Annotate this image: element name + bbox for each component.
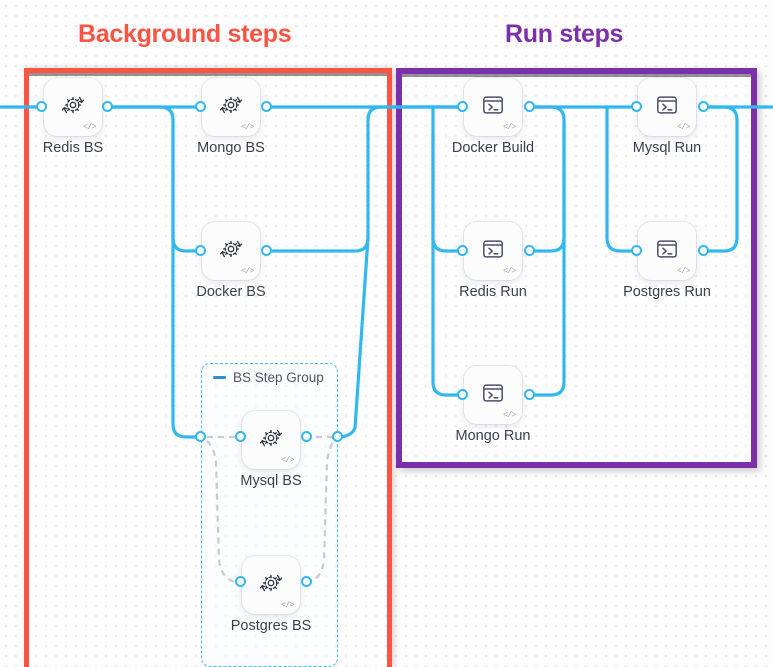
node-mongo-bs[interactable]: </> Mongo BS xyxy=(197,78,265,156)
terminal-icon xyxy=(483,96,503,114)
port-out-docker-bs[interactable] xyxy=(261,245,272,256)
code-badge-icon: </> xyxy=(241,267,254,276)
port-out-docker-build[interactable] xyxy=(524,101,535,112)
gear-refresh-icon xyxy=(219,96,243,114)
node-card[interactable]: </> xyxy=(464,366,522,424)
code-badge-icon: </> xyxy=(503,123,516,132)
terminal-icon xyxy=(657,240,677,258)
bs-step-group-header[interactable]: BS Step Group xyxy=(213,370,324,385)
port-out-postgres-run[interactable] xyxy=(698,245,709,256)
node-mysql-bs[interactable]: </> Mysql BS xyxy=(240,411,302,489)
node-card[interactable]: </> xyxy=(202,222,260,280)
node-docker-bs[interactable]: </> Docker BS xyxy=(196,222,266,300)
node-card[interactable]: </> xyxy=(638,78,696,136)
code-badge-icon: </> xyxy=(503,267,516,276)
port-in-mongo-run[interactable] xyxy=(457,389,468,400)
code-badge-icon: </> xyxy=(83,123,96,132)
node-label: Docker BS xyxy=(196,284,266,300)
port-in-mysql-bs[interactable] xyxy=(235,431,246,442)
port-out-postgres-bs[interactable] xyxy=(301,576,312,587)
port-in-mongo-bs[interactable] xyxy=(195,101,206,112)
node-card[interactable]: </> xyxy=(464,78,522,136)
port-in-mysql-run[interactable] xyxy=(631,101,642,112)
gear-refresh-icon xyxy=(61,96,85,114)
port-out-mysql-bs[interactable] xyxy=(301,431,312,442)
bs-step-group-label: BS Step Group xyxy=(233,370,324,385)
port-out-bs-step-group[interactable] xyxy=(332,431,343,442)
node-postgres-bs[interactable]: </> Postgres BS xyxy=(231,556,311,634)
node-docker-build[interactable]: </> Docker Build xyxy=(452,78,534,156)
node-card[interactable]: </> xyxy=(242,556,300,614)
node-label: Postgres Run xyxy=(623,284,711,300)
node-label: Mongo Run xyxy=(455,428,531,444)
terminal-icon xyxy=(483,384,503,402)
minus-icon[interactable] xyxy=(213,376,226,379)
node-card[interactable]: </> xyxy=(242,411,300,469)
node-postgres-run[interactable]: </> Postgres Run xyxy=(623,222,711,300)
background-steps-title: Background steps xyxy=(78,20,292,48)
port-in-docker-bs[interactable] xyxy=(195,245,206,256)
code-badge-icon: </> xyxy=(677,123,690,132)
port-out-mongo-run[interactable] xyxy=(524,389,535,400)
node-card[interactable]: </> xyxy=(44,78,102,136)
run-steps-highlight-box xyxy=(396,68,757,468)
port-in-postgres-run[interactable] xyxy=(631,245,642,256)
port-in-redis-bs[interactable] xyxy=(36,101,47,112)
node-redis-bs[interactable]: </> Redis BS xyxy=(43,78,103,156)
port-in-bs-step-group[interactable] xyxy=(195,431,206,442)
node-card[interactable]: </> xyxy=(202,78,260,136)
port-in-postgres-bs[interactable] xyxy=(235,576,246,587)
run-steps-title: Run steps xyxy=(505,20,624,48)
code-badge-icon: </> xyxy=(677,267,690,276)
port-out-mysql-run[interactable] xyxy=(698,101,709,112)
terminal-icon xyxy=(483,240,503,258)
node-label: Redis Run xyxy=(459,284,527,300)
node-card[interactable]: </> xyxy=(464,222,522,280)
node-mysql-run[interactable]: </> Mysql Run xyxy=(633,78,701,156)
node-card[interactable]: </> xyxy=(638,222,696,280)
code-badge-icon: </> xyxy=(281,601,294,610)
port-in-docker-build[interactable] xyxy=(457,101,468,112)
port-out-redis-run[interactable] xyxy=(524,245,535,256)
gear-refresh-icon xyxy=(259,429,283,447)
port-in-redis-run[interactable] xyxy=(457,245,468,256)
code-badge-icon: </> xyxy=(281,456,294,465)
terminal-icon xyxy=(657,96,677,114)
port-out-mongo-bs[interactable] xyxy=(261,101,272,112)
port-out-redis-bs[interactable] xyxy=(102,101,113,112)
node-label: Postgres BS xyxy=(230,618,312,634)
code-badge-icon: </> xyxy=(503,411,516,420)
node-label: Mongo BS xyxy=(197,140,265,156)
gear-refresh-icon xyxy=(259,574,283,592)
code-badge-icon: </> xyxy=(241,123,254,132)
node-redis-run[interactable]: </> Redis Run xyxy=(459,222,527,300)
node-label: Mysql BS xyxy=(240,473,302,489)
node-mongo-run[interactable]: </> Mongo Run xyxy=(456,366,530,444)
node-label: Docker Build xyxy=(451,140,535,156)
node-label: Mysql Run xyxy=(632,140,702,156)
node-label: Redis BS xyxy=(42,140,104,156)
gear-refresh-icon xyxy=(219,240,243,258)
